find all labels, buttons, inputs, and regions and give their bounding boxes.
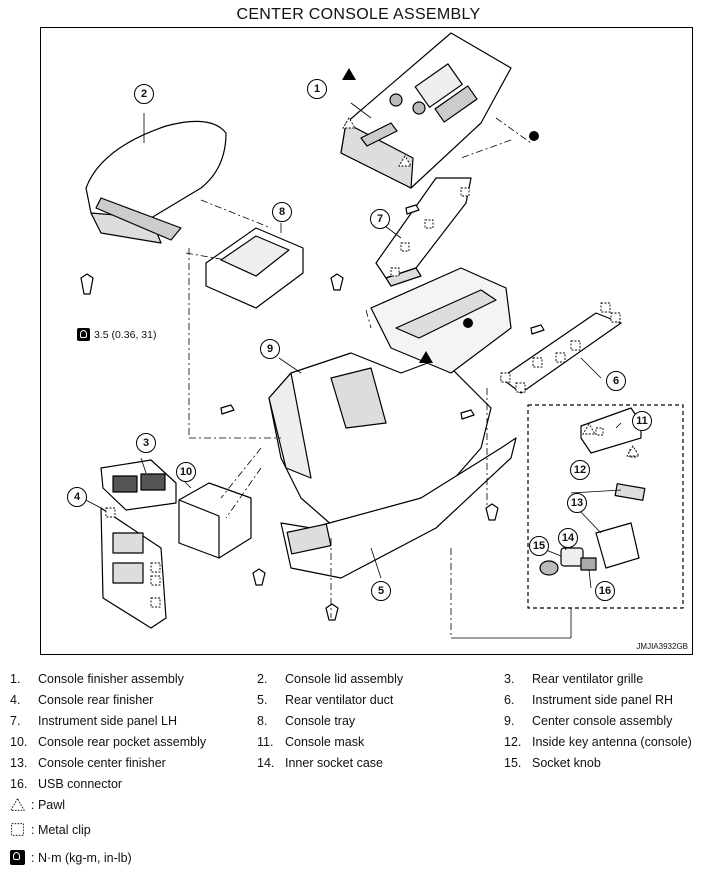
callout-13: 13 <box>567 493 587 513</box>
reference-dot-top <box>529 131 539 141</box>
callout-14: 14 <box>558 528 578 548</box>
torque-wrench-icon <box>10 850 25 865</box>
reference-triangle-middle <box>419 351 433 363</box>
part-4-console-rear-finisher <box>100 507 167 629</box>
reference-dot-middle <box>463 318 473 328</box>
legend-torque: : N·m (kg-m, in-lb) <box>10 850 132 865</box>
part-14-inner-socket-case <box>560 547 584 567</box>
part-7-instrument-side-panel-lh <box>375 177 472 287</box>
part-5-rear-ventilator-duct <box>280 437 517 579</box>
figure-code: JMJIA3932GB <box>636 642 688 651</box>
callout-11: 11 <box>632 411 652 431</box>
screws <box>80 204 545 621</box>
pawl-markers <box>342 117 640 457</box>
metal-clip-icon <box>11 823 24 836</box>
torque-wrench-icon <box>77 328 90 341</box>
part-1-console-finisher <box>340 32 512 189</box>
part-11-console-mask <box>580 407 642 454</box>
callout-8: 8 <box>272 202 292 222</box>
part-13-console-center-finisher <box>595 522 640 569</box>
callout-16: 16 <box>595 581 615 601</box>
part-12-inside-key-antenna <box>614 483 646 501</box>
reference-triangle-top <box>342 68 356 80</box>
callout-15: 15 <box>529 536 549 556</box>
legend-pawl: : Pawl <box>10 797 65 812</box>
part-16-usb-connector <box>580 557 597 571</box>
callout-12: 12 <box>570 460 590 480</box>
callout-5: 5 <box>371 581 391 601</box>
part-10-console-rear-pocket <box>178 482 252 559</box>
callout-7: 7 <box>370 209 390 229</box>
legend-metal-clip: : Metal clip <box>10 822 91 837</box>
callout-4: 4 <box>67 487 87 507</box>
torque-value: 3.5 (0.36, 31) <box>94 328 157 341</box>
exploded-view-drawing <box>80 32 684 639</box>
callout-6: 6 <box>606 371 626 391</box>
callout-1: 1 <box>307 79 327 99</box>
part-2-console-lid <box>85 120 227 244</box>
callout-9: 9 <box>260 339 280 359</box>
part-3-rear-ventilator-grille <box>100 459 177 511</box>
part-9-center-console <box>268 267 512 534</box>
part-15-socket-knob <box>539 560 559 576</box>
callout-2: 2 <box>134 84 154 104</box>
torque-spec: 3.5 (0.36, 31) <box>77 328 156 341</box>
diagram-title: CENTER CONSOLE ASSEMBLY <box>236 6 481 23</box>
diagram-frame: 1 2 3 4 5 6 7 8 9 10 11 12 13 14 15 16 3… <box>40 27 693 655</box>
callout-3: 3 <box>136 433 156 453</box>
part-8-console-tray <box>205 227 304 309</box>
callout-10: 10 <box>176 462 196 482</box>
pawl-icon <box>10 797 25 811</box>
